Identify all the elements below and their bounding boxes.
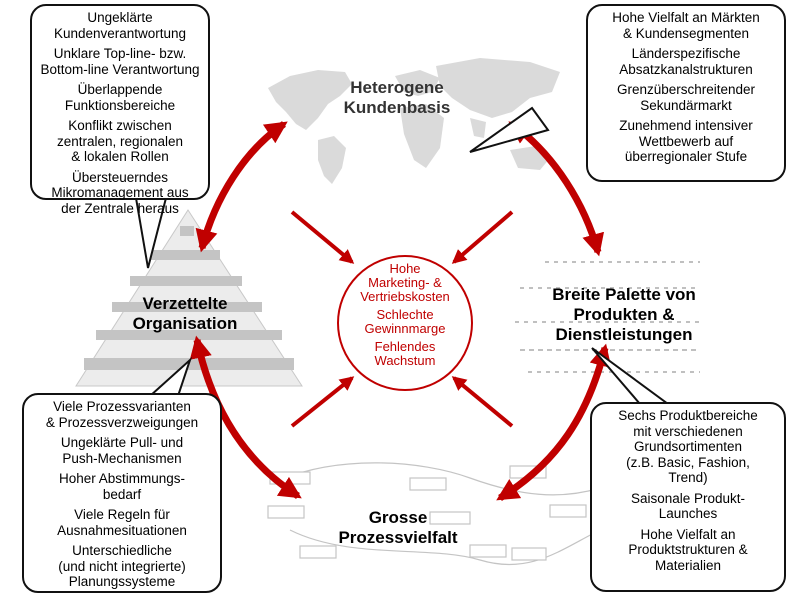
callout-item: Unklare Top-line- bzw.Bottom-line Verant…: [40, 46, 200, 77]
node-kundenbasis: Heterogene Kundenbasis: [343, 78, 451, 117]
callout-pointers: [134, 106, 672, 405]
world-map-icon: [268, 58, 560, 184]
center-text: Hohe Marketing- & Vertriebskosten Schlec…: [337, 262, 473, 372]
callout-item: Hohe Vielfalt an Märkten& Kundensegmente…: [612, 10, 760, 41]
center-item-wachstum: Fehlendes Wachstum: [374, 339, 436, 368]
callout-kundenbasis: Hohe Vielfalt an Märkten& Kundensegmente…: [586, 4, 786, 182]
node-produkte: Breite Palette von Produkten & Dienstlei…: [552, 285, 696, 344]
center-item-marge: Schlechte Gewinnmarge: [364, 307, 446, 336]
node-prozessvielfalt: Grosse Prozessvielfalt: [338, 508, 458, 547]
callout-prozessvielfalt: Viele Prozessvarianten& Prozessverzweigu…: [22, 393, 222, 593]
callout-item: Unterschiedliche(und nicht integrierte)P…: [58, 543, 186, 589]
callout-item: Hoher Abstimmungs-bedarf: [58, 471, 186, 502]
callout-item: Saisonale Produkt-Launches: [630, 490, 746, 522]
callout-item: Viele Prozessvarianten& Prozessverzweigu…: [45, 399, 199, 430]
center-item-kosten: Hohe Marketing- & Vertriebskosten: [360, 261, 450, 304]
node-organisation: Verzettelte Organisation: [132, 294, 238, 333]
inner-arrows: [290, 210, 514, 428]
center-circle: [337, 255, 473, 391]
